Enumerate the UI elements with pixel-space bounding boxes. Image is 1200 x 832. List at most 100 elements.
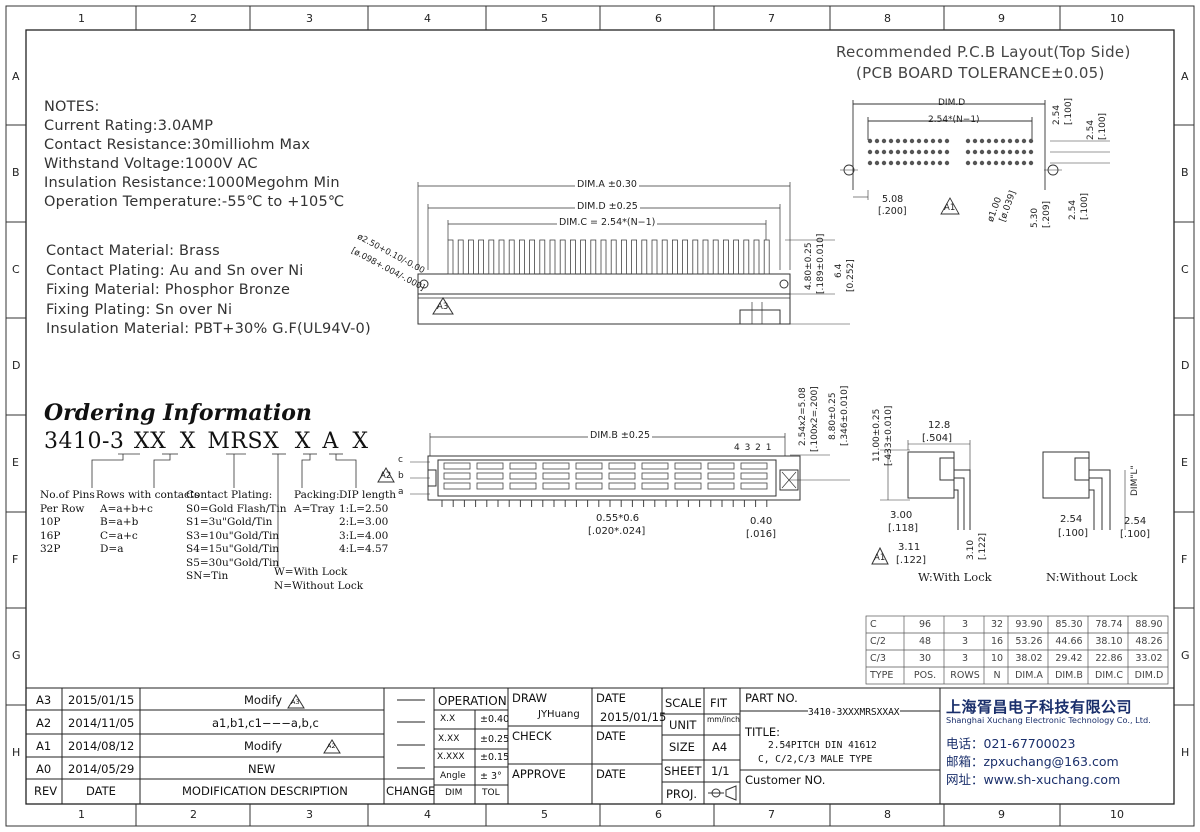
pcb-hole: [944, 149, 950, 155]
ordering-lock-column: W=With Lock N=Without Lock: [274, 566, 363, 593]
company-name-cn: 上海胥昌电子科技有限公司: [946, 698, 1133, 716]
col-label: 10: [1110, 12, 1124, 25]
row-label: H: [12, 746, 21, 759]
scale-label: SCALE: [665, 696, 702, 710]
side-pin: [743, 239, 750, 275]
rev-date-cell: 2014/08/12: [68, 739, 135, 753]
top-contact-slot: [575, 472, 603, 480]
pcb-layout-title: Recommended P.C.B Layout(Top Side): [836, 43, 1131, 61]
pcb-hole: [902, 149, 908, 155]
pcb-hole: [909, 160, 915, 166]
pcb-hole: [902, 160, 908, 166]
col-label: 10: [1110, 808, 1124, 821]
end-d128-in: [.504]: [922, 433, 953, 444]
side-pin: [590, 239, 597, 275]
side-view-pins: [447, 239, 770, 275]
col-label: 8: [884, 12, 891, 25]
col-label: 6: [655, 12, 662, 25]
dim-table-cell: ROWS: [950, 670, 980, 681]
tol-dim: X.XXX: [437, 752, 465, 762]
rev-date-cell: 2014/05/29: [68, 762, 135, 776]
side-pin: [549, 239, 556, 275]
rev-header: REV: [34, 784, 58, 798]
rev-date-cell: 2014/11/05: [68, 716, 135, 730]
dip-line: 2:L=3.00: [339, 516, 389, 528]
date-label: DATE: [596, 691, 626, 705]
side-h1-in: [.189±0.010]: [816, 233, 826, 294]
date-header: DATE: [86, 784, 116, 798]
pcb-hole: [867, 149, 873, 155]
dim-table-cell: 29.42: [1055, 653, 1083, 664]
pcb-pitch: 2.54*(N−1): [928, 115, 980, 125]
side-pin: [661, 239, 668, 275]
code-part: X: [179, 429, 196, 454]
material-line: Contact Plating: Au and Sn over Ni: [46, 262, 304, 279]
top-contact-slot: [542, 482, 570, 490]
pcb-hole: [965, 149, 971, 155]
top-contact-slot: [674, 482, 702, 490]
side-pin: [539, 239, 546, 275]
col-label: 1: [78, 808, 85, 821]
pcb-hole: [1028, 149, 1034, 155]
part-no-value: 3410-3XXXMRSXXAX: [808, 707, 900, 718]
side-dim-c: DIM.C = 2.54*(N−1): [557, 217, 658, 228]
col-label: 3: [306, 808, 313, 821]
rev-cell: A3: [36, 693, 52, 707]
pcb-hole: [909, 149, 915, 155]
col-label: 8: [884, 808, 891, 821]
dim-table-cell: 93.90: [1015, 619, 1043, 630]
code-part: A: [322, 429, 339, 454]
rows-line: C=a+c: [100, 529, 138, 542]
side-pin: [672, 239, 678, 275]
col-label: 2: [190, 12, 197, 25]
dip-line: 4:L=4.57: [339, 543, 389, 555]
side-pin: [529, 239, 535, 275]
dim-table-cell: C/3: [870, 653, 886, 664]
side-pin: [641, 239, 648, 275]
draw-label: DRAW: [512, 691, 547, 705]
code-part: XX: [133, 429, 167, 454]
lock-line: N=Without Lock: [274, 579, 364, 592]
date-label: DATE: [596, 767, 626, 781]
side-dim-a: DIM.A ±0.30: [575, 179, 639, 190]
company-name-en: Shanghai Xuchang Electronic Technology C…: [946, 715, 1151, 725]
end-d254r-in: [.100]: [1120, 529, 1151, 540]
pcb-d254a: 2.54: [1052, 104, 1062, 125]
dim-table-cell: DIM.B: [1055, 670, 1083, 681]
plating-line: Contact Plating:: [186, 489, 273, 501]
top-contact-slot: [542, 462, 570, 470]
pcb-hole: [986, 160, 992, 166]
rev-desc-cell: NEW: [248, 762, 276, 776]
top-contact-slot: [641, 472, 669, 480]
end-dim-l: DIM"L": [1130, 465, 1140, 496]
pcb-hole: [867, 160, 873, 166]
row-label: A: [1181, 70, 1189, 83]
rev-a2-tag-icon: [323, 739, 341, 754]
pcb-hole: [874, 149, 880, 155]
pcb-d254a-in: [.100]: [1064, 97, 1074, 125]
rev-cell: A1: [36, 739, 52, 753]
top-contact-slot: [476, 482, 504, 490]
pcb-d530: 5.30: [1030, 207, 1040, 228]
row-label: C: [12, 263, 20, 276]
side-pin: [712, 239, 719, 275]
draw-date: 2015/01/15: [600, 710, 667, 724]
row-label: D: [12, 359, 21, 372]
side-pin: [692, 239, 699, 275]
top-contact-slot: [740, 472, 768, 480]
top-pin-numbers: 4 3 2 1: [734, 443, 773, 453]
pcb-hole: [1007, 138, 1013, 144]
pins-line: 32P: [40, 543, 61, 555]
pcb-hole: [993, 138, 999, 144]
rev-cell: A2: [36, 716, 52, 730]
row-label: A: [12, 70, 20, 83]
col-label: 6: [655, 808, 662, 821]
dim-table-cell: 85.30: [1055, 619, 1083, 630]
pcb-note-tag: A1: [944, 203, 956, 213]
pcb-hole: [972, 160, 978, 166]
pcb-hole: [902, 138, 908, 144]
tol-val: ± 3°: [480, 771, 502, 782]
dim-table-cell: 78.74: [1095, 619, 1123, 630]
dip-line: 3:L=4.00: [339, 529, 389, 542]
top-contact-slot: [608, 462, 636, 470]
